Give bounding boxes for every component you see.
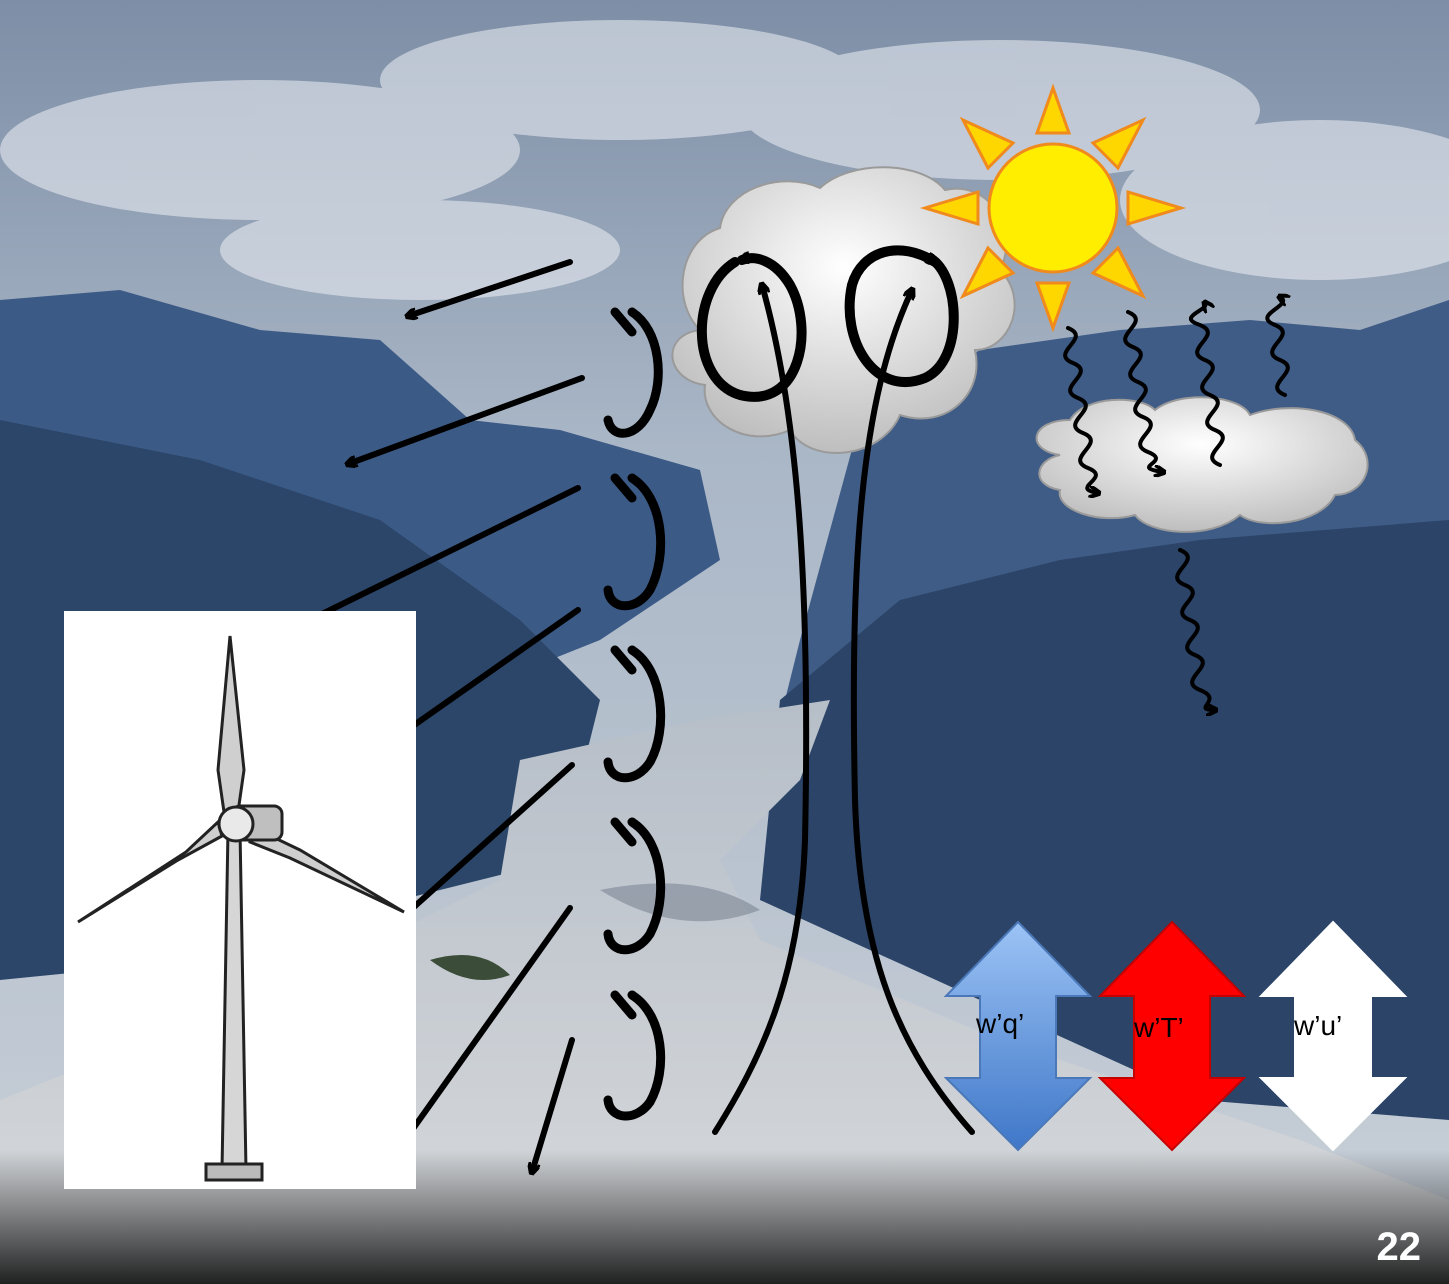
- radiation-waves: [1063, 297, 1288, 710]
- flux-arrows: [943, 920, 1408, 1152]
- turbine-line-4: [402, 905, 573, 1143]
- sun-icon: [919, 83, 1187, 333]
- radiation-cloud: [1035, 396, 1369, 533]
- flux-arrow-moisture: [943, 920, 1093, 1152]
- outflow-arrows: [317, 259, 585, 1172]
- outflow-arrow-upper: [348, 375, 585, 464]
- flux-label-temperature: w’T’: [1134, 1012, 1184, 1043]
- turbine-line-3: [402, 762, 575, 918]
- eddy-swirl-icon: [603, 990, 666, 1121]
- cloud-circulation: [696, 245, 959, 402]
- eddy-swirl-icon: [603, 473, 666, 611]
- eddy-swirl-icon: [844, 245, 959, 388]
- flux-arrow-momentum: [1258, 920, 1408, 1152]
- eddy-swirl-icon: [696, 258, 807, 402]
- radiation-down-1: [1063, 326, 1098, 493]
- eddy-swirl-icon: [603, 645, 666, 783]
- radiation-up-1: [1189, 303, 1225, 467]
- outflow-arrow-bottom: [532, 1037, 575, 1172]
- outflow-arrow-top: [408, 259, 573, 316]
- flux-label-momentum: w’u’: [1294, 1010, 1343, 1041]
- eddy-swirl-icon: [603, 817, 666, 955]
- updraft-lines: [712, 285, 975, 1135]
- flux-arrow-temperature: [1097, 920, 1247, 1152]
- updraft-left: [712, 285, 810, 1135]
- eddy-swirl-icon: [603, 307, 663, 438]
- radiation-down-2: [1123, 310, 1163, 472]
- slide-number: 22: [1376, 1225, 1422, 1269]
- turbine-line-1: [317, 485, 581, 618]
- radiation-up-2: [1265, 297, 1288, 397]
- flux-label-moisture: w’q’: [976, 1008, 1025, 1039]
- wind-turbine-panel: [64, 611, 416, 1189]
- wind-turbine-icon: [77, 635, 405, 1182]
- eddy-swirls: [603, 307, 666, 1121]
- turbine-line-2: [397, 607, 581, 738]
- updraft-right: [850, 290, 975, 1135]
- radiation-down-3: [1175, 548, 1215, 710]
